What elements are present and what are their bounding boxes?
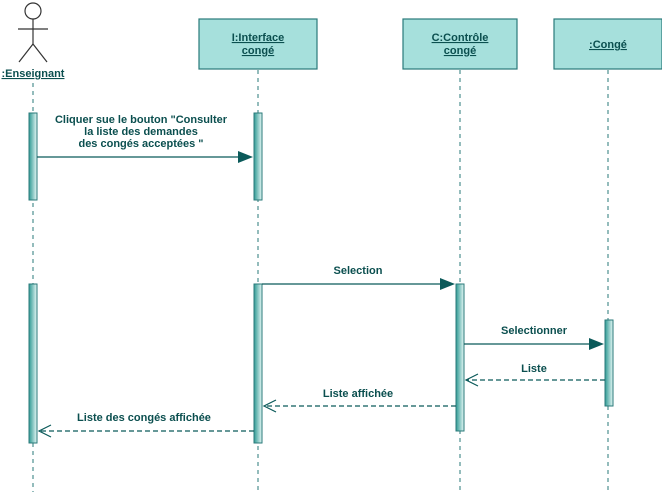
message-liste: Liste [464,363,605,387]
object-interface-label-line2: congé [242,45,274,57]
message-liste-affichee: Liste affichée [262,388,456,413]
message-liste-affichee-label: Liste affichée [323,388,393,400]
message-liste-conges-affichee: Liste des congés affichée [37,412,254,438]
actor-enseignant: :Enseignant [2,2,65,80]
message-liste-arrowhead-icon [464,373,479,387]
actor-leg-right-icon [32,43,48,63]
message-consulter-label-line2: la liste des demandes [84,126,198,138]
activation-conge [604,319,614,407]
message-consulter-label-line3: des congés acceptées " [78,138,203,150]
object-interface-conge: I:Interface congé [198,18,318,70]
object-controle-label-line2: congé [444,45,476,57]
message-liste-label: Liste [521,363,547,375]
message-consulter-arrowhead-icon [238,151,253,163]
activation-interface-1 [253,112,263,201]
activation-enseignant-2 [28,283,38,444]
message-liste-affichee-arrowhead-icon [262,399,277,413]
message-consulter: Cliquer sue le bouton "Consulter la list… [37,114,253,163]
object-controle-label-line1: C:Contrôle [432,32,489,44]
message-selection-arrowhead-icon [440,278,455,290]
activation-interface-2 [253,283,263,444]
actor-head-icon [24,2,42,20]
message-liste-conges-affichee-label: Liste des congés affichée [77,412,211,424]
message-selectionner-arrowhead-icon [589,338,604,350]
actor-leg-left-icon [18,43,34,63]
activation-controle [455,283,465,432]
message-selection-label: Selection [334,265,383,277]
object-box-interface [198,18,318,70]
object-conge: :Congé [553,18,662,70]
object-box-controle [402,18,518,70]
object-conge-label: :Congé [589,39,627,51]
activation-enseignant-1 [28,112,38,201]
message-selectionner-label: Selectionner [501,325,568,337]
object-box-conge [553,18,662,70]
message-selectionner: Selectionner [464,325,604,350]
object-interface-label-line1: I:Interface [232,32,285,44]
message-consulter-label-line1: Cliquer sue le bouton "Consulter [55,114,228,126]
object-controle-conge: C:Contrôle congé [402,18,518,70]
actor-label: :Enseignant [2,68,65,80]
message-liste-conges-affichee-arrowhead-icon [37,424,52,438]
message-selection: Selection [262,265,455,290]
